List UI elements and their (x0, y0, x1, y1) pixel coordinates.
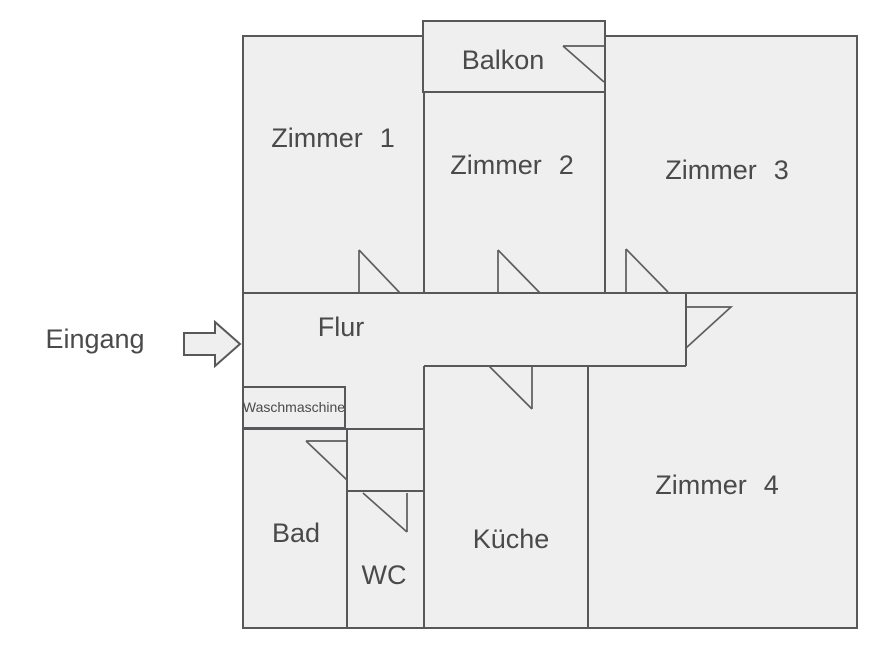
eingang-label: Eingang (45, 324, 144, 354)
door-swings (305, 45, 734, 533)
wc-label: WC (362, 560, 407, 590)
zimmer3-door-swing (625, 248, 669, 293)
wc-door-swing (362, 492, 408, 533)
kueche-label: Küche (473, 524, 550, 554)
waschmaschine-box (242, 386, 346, 429)
bad-door-swing (305, 440, 348, 481)
zimmer1-label: Zimmer 1 (271, 123, 394, 153)
zimmer4-door-swing (685, 306, 734, 349)
zimmer4-label: Zimmer 4 (655, 470, 778, 500)
zimmer1-door-swing (358, 249, 401, 294)
zimmer2-label: Zimmer 2 (450, 150, 573, 180)
waschmaschine-label: Waschmaschine (243, 399, 345, 415)
balkon-door-swing (562, 45, 605, 83)
interior-walls (242, 92, 857, 628)
room-labels: Balkon Zimmer 1 Zimmer 2 Zimmer 3 Zimmer… (45, 45, 788, 590)
zimmer2-door-swing (497, 249, 541, 294)
building-outline (242, 20, 858, 629)
balkon-label: Balkon (462, 45, 545, 75)
zimmer3-label: Zimmer 3 (665, 155, 788, 185)
flur-label: Flur (318, 312, 365, 342)
bad-label: Bad (272, 518, 320, 548)
balcony-outline (422, 20, 606, 93)
entrance-arrow-icon (183, 319, 242, 369)
kueche-door-swing (488, 365, 533, 410)
